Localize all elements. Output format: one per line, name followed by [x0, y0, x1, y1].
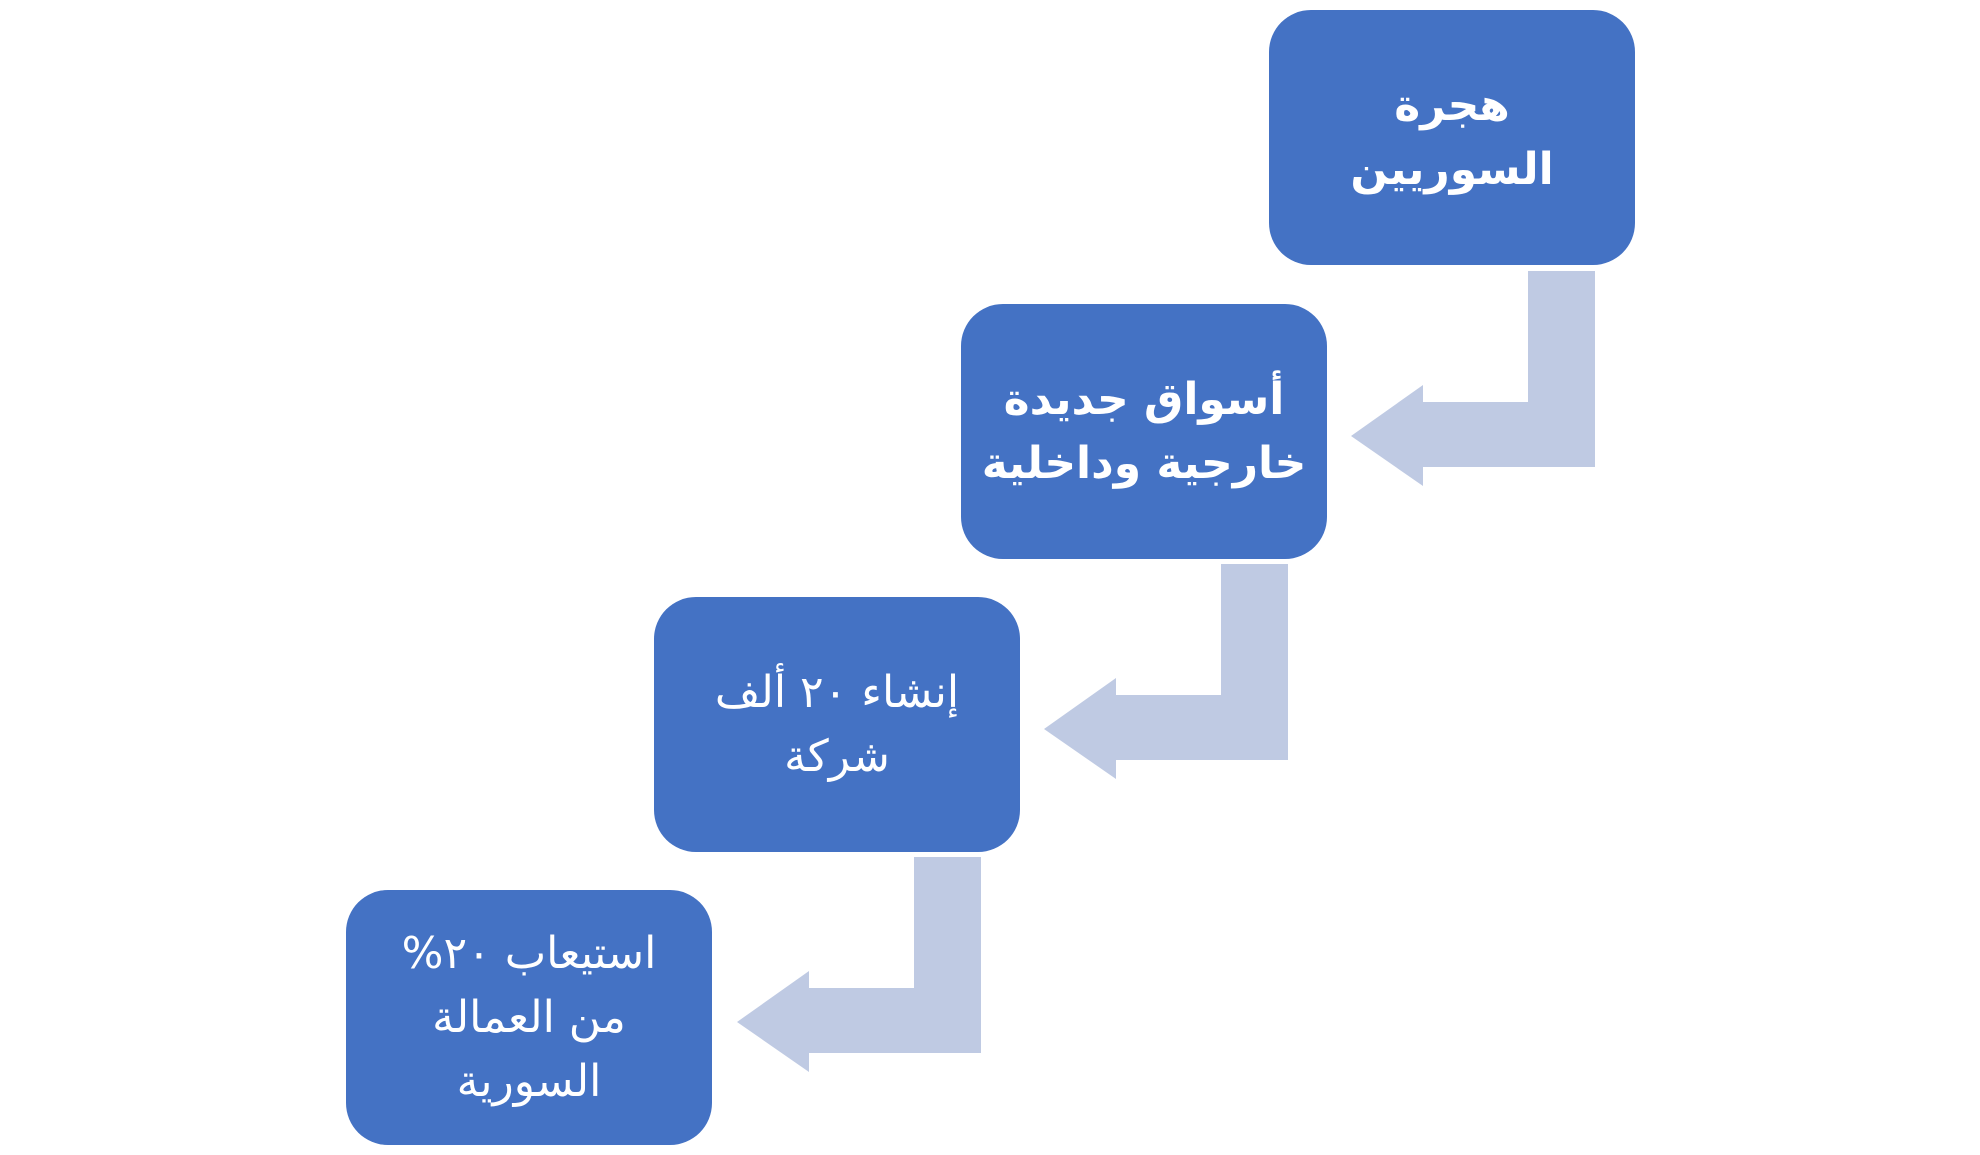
- step-text: هجرة: [1394, 79, 1510, 131]
- bent-arrow-2: [1044, 564, 1288, 779]
- bent-arrow-3: [737, 857, 981, 1072]
- step-text: إنشاء ٢٠ ألف: [714, 666, 960, 718]
- step-box-companies-founded: إنشاء ٢٠ ألف شركة: [654, 597, 1020, 852]
- step-text: من العمالة: [432, 991, 626, 1043]
- step-text: السورية: [456, 1055, 602, 1107]
- step-text: السوريين: [1350, 143, 1554, 195]
- step-box-labor-absorption: استيعاب ٢٠% من العمالة السورية: [346, 890, 712, 1145]
- step-box-new-markets: أسواق جديدة خارجية وداخلية: [961, 304, 1327, 559]
- step-text: خارجية وداخلية: [981, 437, 1307, 489]
- step-text: أسواق جديدة: [1003, 373, 1285, 425]
- bent-arrow-1: [1351, 271, 1595, 486]
- step-text: شركة: [784, 730, 890, 782]
- step-text: استيعاب ٢٠%: [401, 927, 657, 979]
- step-box-syrian-migration: هجرة السوريين: [1269, 10, 1635, 265]
